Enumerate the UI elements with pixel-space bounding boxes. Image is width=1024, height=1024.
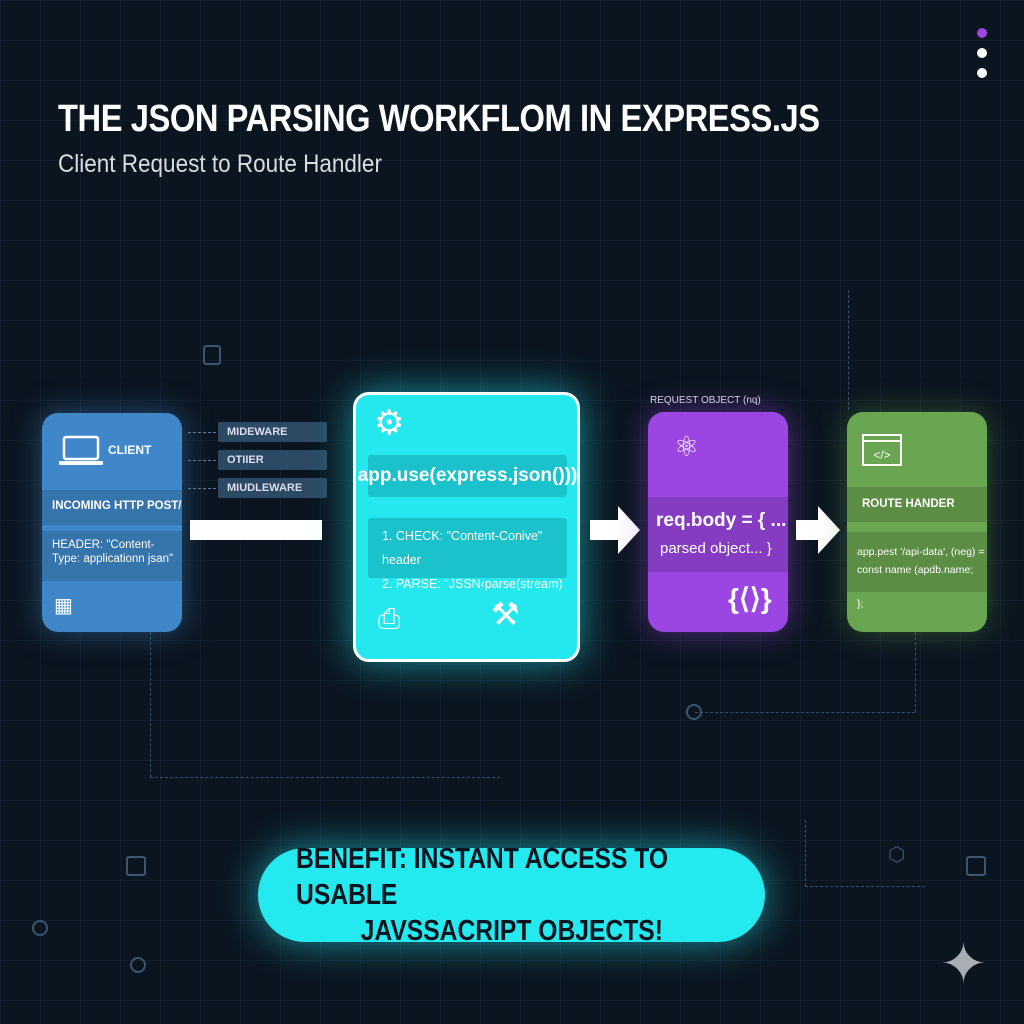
step-check: 1. CHECK: "Content-Conive" header xyxy=(382,529,543,567)
code-box: app.use(express.json())) xyxy=(358,455,577,497)
laptop-icon xyxy=(59,435,103,465)
node-circle-icon xyxy=(686,704,702,720)
node-circle-icon xyxy=(32,920,48,936)
express-json-code: app.use(express.json())) xyxy=(357,465,578,486)
unpacking-boxes-icon: ⚒ xyxy=(491,596,520,632)
middleware-item: MIDEWARE xyxy=(218,422,327,442)
benefit-line-1: BENEFIT: INSTANT ACCESS TO USABLE xyxy=(296,843,669,911)
database-icon xyxy=(203,345,221,365)
header-band xyxy=(42,531,182,581)
parsed-object-text: parsed object... } xyxy=(660,540,772,557)
connector-line xyxy=(150,632,151,777)
code-window-icon: </> xyxy=(862,434,902,466)
route-code-line: app.pest '/api-data', (neg) = xyxy=(857,546,985,558)
request-band xyxy=(42,490,182,525)
dashed-arrow xyxy=(188,460,216,461)
menu-dot-icon[interactable] xyxy=(977,68,987,78)
sparkle-icon: ✦ xyxy=(940,932,987,995)
steps-box: 1. CHECK: "Content-Conive" header 2. PAR… xyxy=(368,518,567,591)
content-type-header: HEADER: "Content-Type: applicationn jsan… xyxy=(52,539,174,565)
atom-icon: ⚛ xyxy=(674,431,700,462)
connector-line xyxy=(805,820,806,886)
route-code-line: }; xyxy=(857,598,864,610)
connector-line xyxy=(695,712,915,713)
lock-document-icon: ⎙ xyxy=(378,603,401,634)
hexagon-icon: ⬡ xyxy=(888,844,906,866)
benefit-banner: BENEFIT: INSTANT ACCESS TO USABLE JAVSSA… xyxy=(258,843,765,947)
request-object-caption: REQUEST OBJECT (nq) xyxy=(650,395,761,406)
client-label: CLIENT xyxy=(108,443,152,457)
page-title: THE JSON PARSING WORKFLOM IN EXPRESS.JS xyxy=(58,98,820,140)
title-band xyxy=(847,487,987,522)
menu-dot-icon[interactable] xyxy=(977,48,987,58)
connector-line xyxy=(848,290,849,410)
dashed-arrow xyxy=(188,488,216,489)
code-icon xyxy=(966,856,986,876)
express-middleware-card: ⚙ app.use(express.json())) 1. CHECK: "Co… xyxy=(353,392,580,662)
page-subtitle: Client Request to Route Handler xyxy=(58,150,382,178)
middleware-item: MIUDLEWARE xyxy=(218,478,327,498)
braces-icon: {⟨⟩} xyxy=(728,583,772,614)
connector-line xyxy=(805,886,925,887)
step-parse: 2. PARSE: "JSSN‹parse(stream) xyxy=(382,577,563,591)
connector-line xyxy=(915,632,916,712)
gear-icon: ⚙ xyxy=(374,404,405,442)
route-handler-card: </> ROUTE HANDER app.pest '/api-data', (… xyxy=(847,412,987,632)
dashed-arrow xyxy=(188,432,216,433)
settings-icon xyxy=(126,856,146,876)
svg-text:</>: </> xyxy=(873,448,890,462)
body-band xyxy=(648,497,788,572)
request-type: INCOMING HTTP POST/PUT xyxy=(52,500,182,512)
middleware-item: OTIIER xyxy=(218,450,327,470)
benefit-line-2: JAVSSACRIPT OBJECTS! xyxy=(360,915,663,947)
request-object-card: ⚛ req.body = { ... parsed object... } {⟨… xyxy=(648,412,788,632)
client-card: CLIENT INCOMING HTTP POST/PUT HEADER: "C… xyxy=(42,413,182,632)
route-code-line: const name (apdb.name; xyxy=(857,564,974,576)
device-icon: ▦ xyxy=(54,595,73,617)
code-band xyxy=(847,532,987,592)
node-circle-icon xyxy=(130,957,146,973)
req-body-code: req.body = { ... xyxy=(656,510,787,531)
route-handler-title: ROUTE HANDER xyxy=(862,498,955,510)
menu-dot-icon[interactable] xyxy=(977,28,987,38)
connector-line xyxy=(150,777,500,778)
